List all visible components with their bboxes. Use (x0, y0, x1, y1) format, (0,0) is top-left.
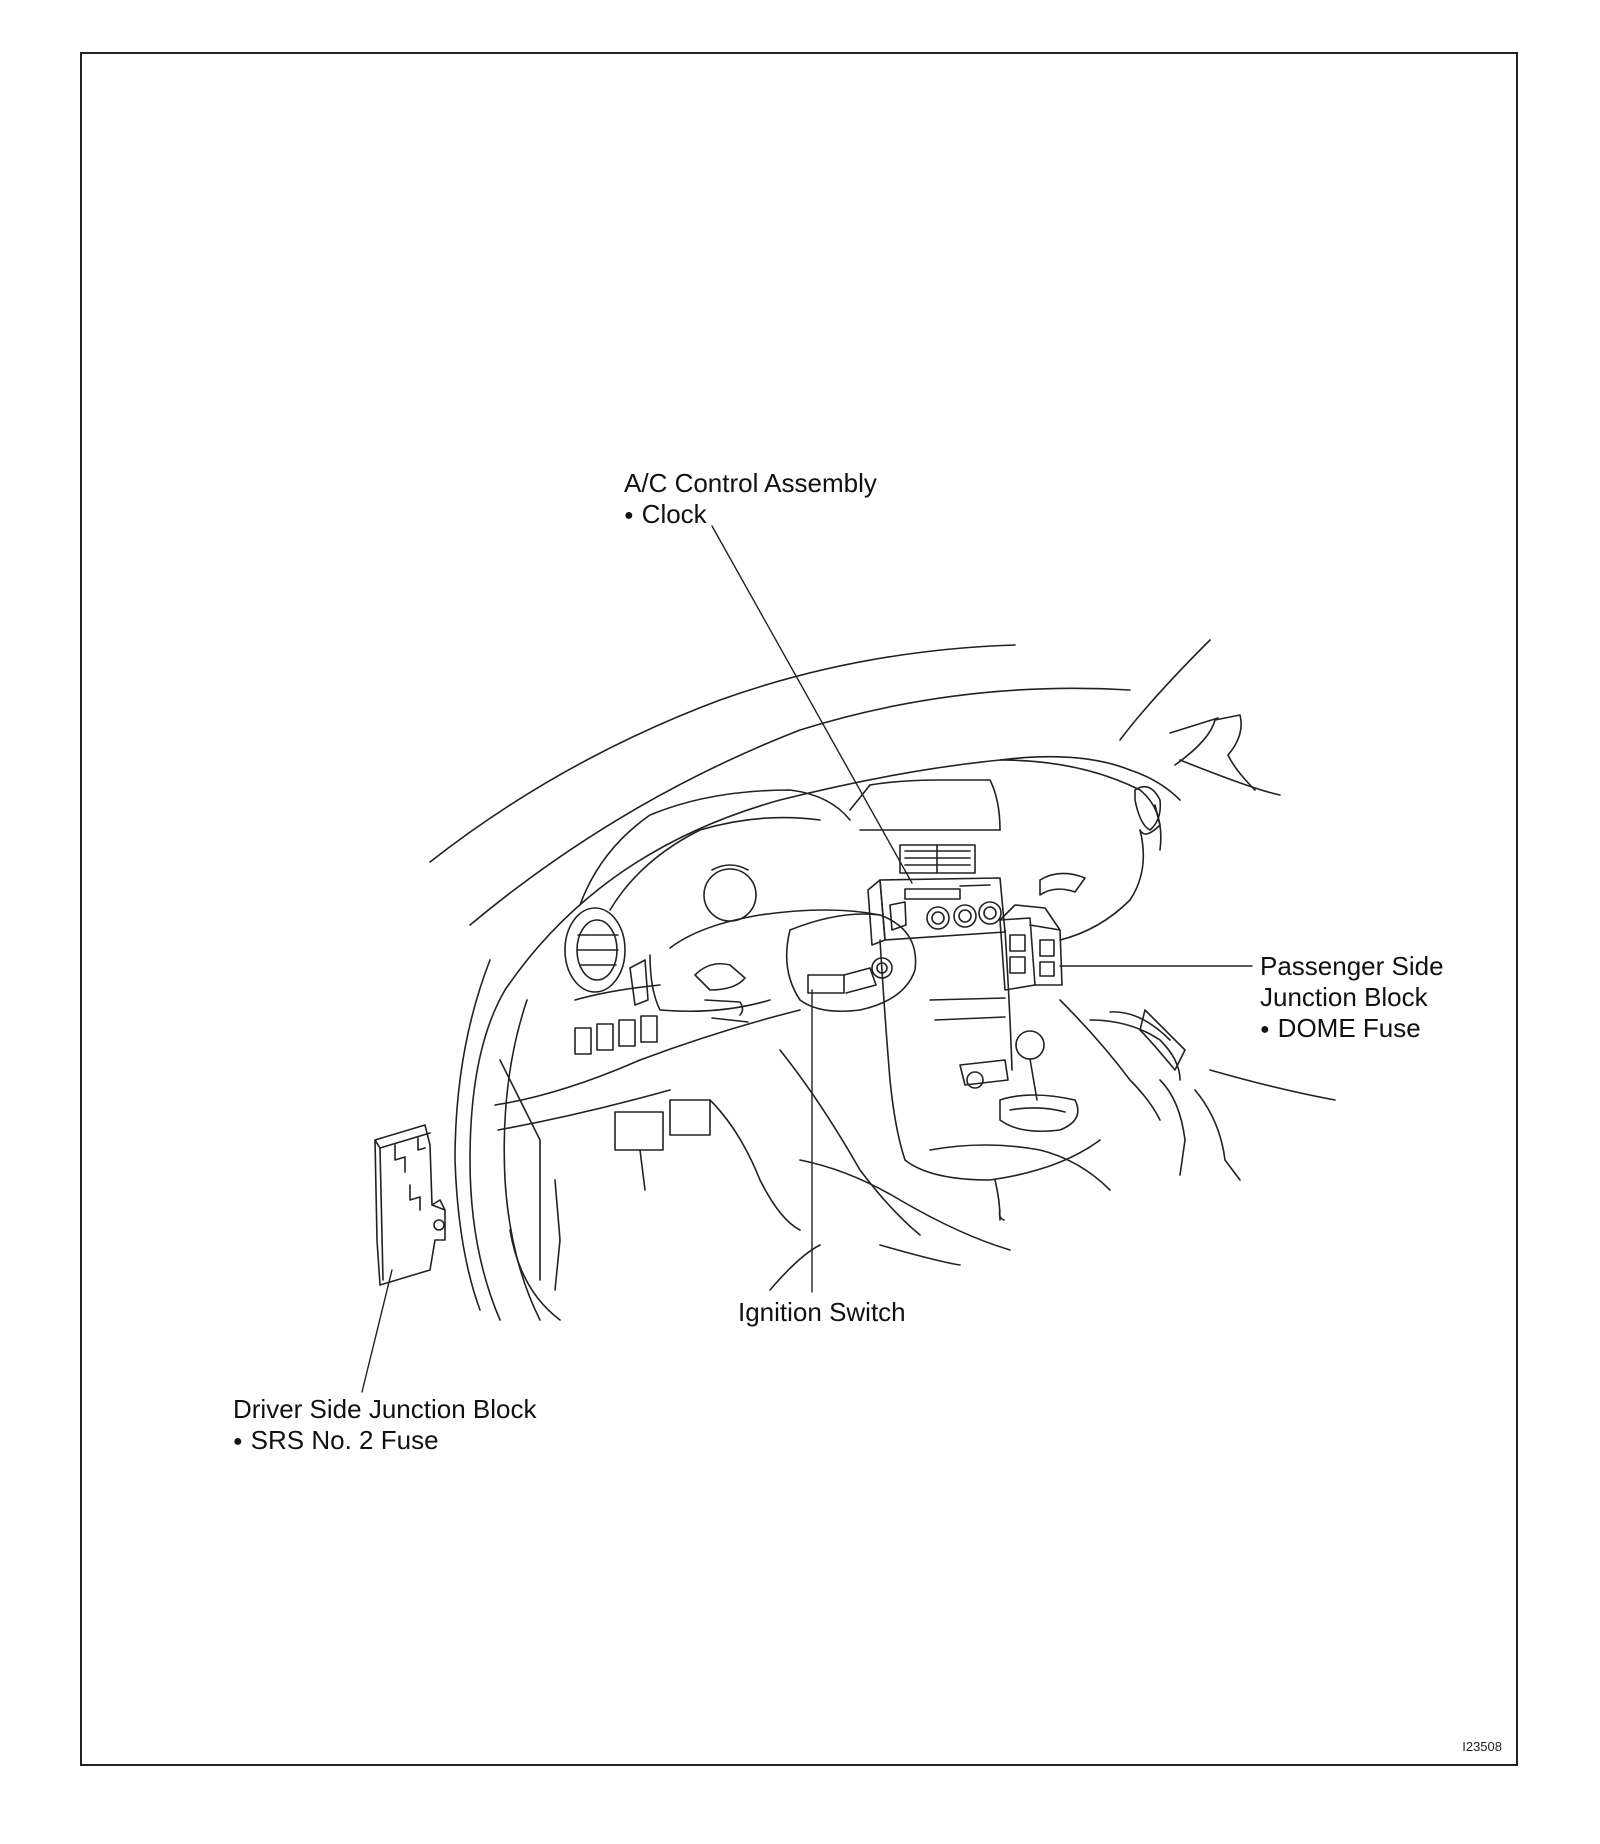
diagram-frame (80, 52, 1518, 1766)
a-pillar (429, 644, 1131, 1321)
passenger-junction-block-label: Passenger Side Junction Block DOME Fuse (1260, 951, 1444, 1045)
instrument-cluster (579, 789, 881, 1023)
driver-vent (564, 907, 649, 1006)
ac-control-leader (711, 525, 913, 884)
leader-lines (361, 525, 1253, 1393)
driver-junction-leader (361, 1269, 393, 1393)
ignition-switch-label: Ignition Switch (738, 1297, 906, 1328)
ac-control-assembly-label: A/C Control Assembly Clock (624, 468, 877, 531)
srs-fuse-item: SRS No. 2 Fuse (233, 1425, 536, 1457)
dashboard-contour (494, 639, 1281, 1131)
floor-area (499, 1049, 1336, 1291)
ignition-switch-title: Ignition Switch (738, 1297, 906, 1327)
left-switch-bank (574, 984, 661, 1055)
driver-junction-block-label: Driver Side Junction Block SRS No. 2 Fus… (233, 1394, 536, 1457)
passenger-junction-block (999, 904, 1063, 991)
driver-junction-block (374, 1124, 446, 1286)
passenger-junction-title-line1: Passenger Side (1260, 951, 1444, 981)
figure-id: I23508 (1462, 1739, 1502, 1754)
driver-junction-title: Driver Side Junction Block (233, 1394, 537, 1424)
dome-fuse-item: DOME Fuse (1260, 1013, 1444, 1045)
passenger-junction-title-line2: Junction Block (1260, 982, 1428, 1012)
center-stack (849, 779, 1013, 1161)
clock-item: Clock (624, 499, 877, 531)
shifter-console (904, 999, 1241, 1221)
ac-control-assembly-title: A/C Control Assembly (624, 468, 877, 498)
